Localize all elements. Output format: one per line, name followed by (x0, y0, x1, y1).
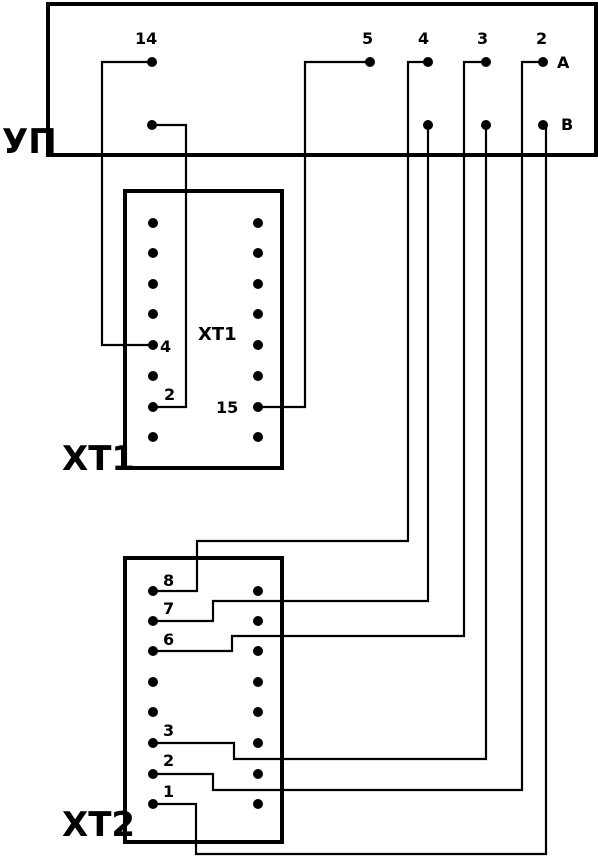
wire-5-to-xt1-15 (258, 60, 370, 409)
xt2-label: XT2 (62, 805, 135, 845)
wires (100, 60, 548, 856)
xt2-pin-3-label: 3 (163, 721, 174, 740)
panel-pin-3-label: 3 (477, 29, 488, 48)
xt2-pin-1-label: 1 (163, 782, 174, 801)
wire-4a-to-xt2-8 (153, 60, 428, 593)
xt2-pin-8-label: 8 (163, 571, 174, 590)
xt1-inner-label: XT1 (198, 324, 237, 345)
xt1-pin-2-label: 2 (164, 385, 175, 404)
xt1-label: XT1 (62, 439, 135, 479)
panel-row-a-label: A (557, 53, 570, 72)
wire-2b-to-xt2-1 (153, 123, 548, 856)
panel-pin-14-label: 14 (135, 29, 157, 48)
wire-3a-to-xt2-6 (153, 60, 486, 653)
xt2-pin-7-label: 7 (163, 599, 174, 618)
panel-pin-5-label: 5 (362, 29, 373, 48)
panel-pin-4-label: 4 (418, 29, 429, 48)
wire-4b-to-xt2-7 (153, 125, 430, 623)
xt1-terminals (148, 218, 263, 442)
panel-pin-2-label: 2 (536, 29, 547, 48)
wire-14b-to-xt1-2 (152, 123, 188, 409)
wire-3b-to-xt2-3 (153, 125, 488, 761)
panel-label: УП (2, 122, 57, 162)
wire-14-to-xt1-4 (100, 60, 153, 347)
wire-2a-to-xt2-2 (153, 60, 543, 792)
xt1-box (123, 189, 284, 470)
panel-row-b-label: B (561, 115, 573, 134)
xt2-pin-6-label: 6 (163, 630, 174, 649)
panel-box (46, 2, 598, 157)
panel-terminals (147, 57, 548, 130)
xt2-pin-2-label: 2 (163, 751, 174, 770)
xt2-box (123, 556, 284, 844)
xt1-pin-15-label: 15 (216, 398, 238, 417)
xt2-terminals (148, 586, 263, 809)
xt1-pin-4-label: 4 (160, 337, 171, 356)
